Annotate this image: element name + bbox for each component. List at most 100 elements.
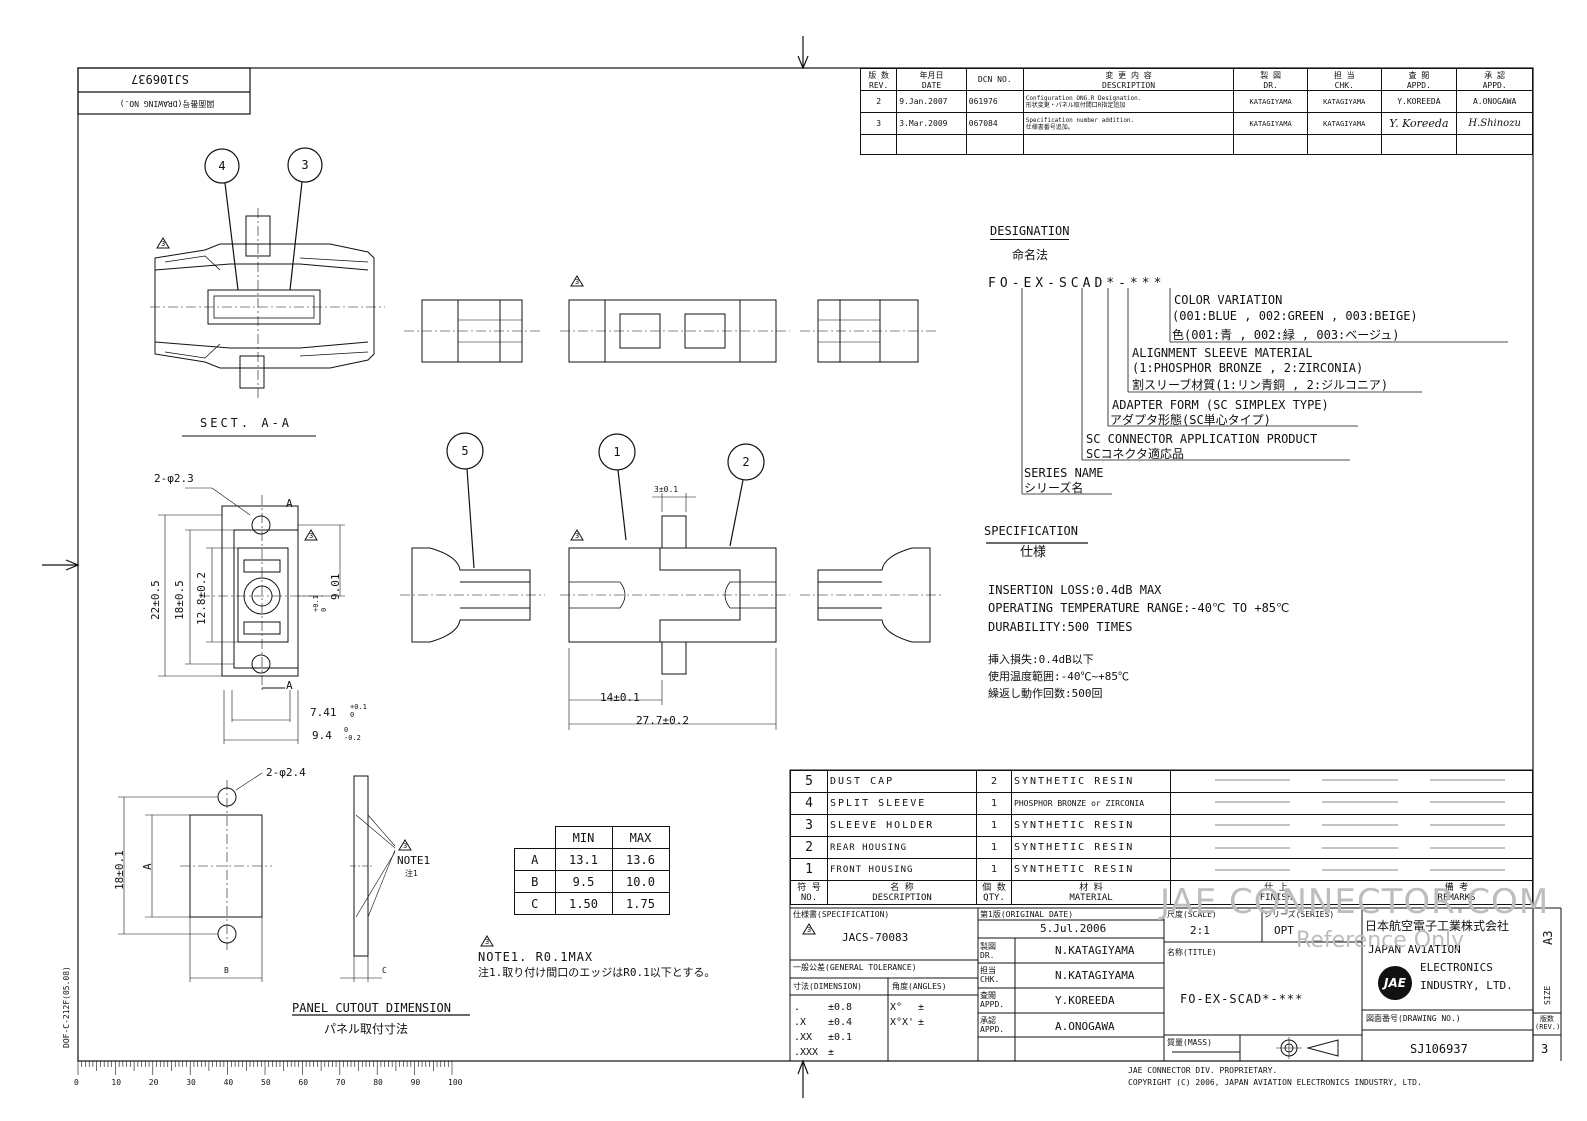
panel-dim-c: C [382, 966, 387, 975]
sleeve-material: ALIGNMENT SLEEVE MATERIAL [1132, 346, 1313, 360]
balloon-1: 1 [613, 445, 621, 459]
insertion-loss: INSERTION LOSS:0.4dB MAX [988, 583, 1162, 597]
dim-7-41-tol: +0.1 0 [350, 703, 367, 719]
designation-title: DESIGNATION [990, 224, 1070, 240]
projection-symbol [1276, 1037, 1339, 1059]
appd2-value: A.ONOGAWA [1055, 1020, 1115, 1033]
ruler-label: 40 [223, 1078, 234, 1087]
ruler-label: 10 [111, 1078, 122, 1087]
durability-jp: 繰返し動作回数:500回 [988, 687, 1103, 700]
dim-9-4-tol: 0 -0.2 [344, 726, 361, 742]
series-name-jp: シリーズ名 [1024, 481, 1084, 495]
panel-note-jp: 注1.取り付け間口のエッジはR0.1以下とする。 [478, 966, 716, 979]
section-label: SECT. A-A [200, 416, 293, 430]
application-jp: SCコネクタ適応品 [1086, 447, 1184, 461]
footer-proprietary: JAE CONNECTOR DIV. PROPRIETARY. [1128, 1066, 1278, 1075]
durability: DURABILITY:500 TIMES [988, 620, 1133, 634]
series-name: SERIES NAME [1024, 466, 1104, 480]
appd-label: 査閲 APPD. [980, 991, 1005, 1009]
dim-18: 18±0.5 [173, 580, 186, 620]
sleeve-jp: 割スリーブ材質(1:リン青銅 , 2:ジルコニア) [1132, 378, 1389, 392]
dust-cap-left [400, 547, 545, 643]
signature-shinozu: H.Shinozu [1456, 112, 1533, 135]
series-value: OPT [1274, 924, 1294, 937]
mass-label: 質量(MASS) [1167, 1038, 1212, 1047]
title-block-lines [789, 769, 1562, 1061]
rev-mark: 3 [309, 532, 314, 540]
rev-mark: 3 [575, 278, 580, 286]
dr-label: 製図 DR. [980, 942, 996, 960]
specification-title-jp: 仕様 [1020, 545, 1047, 560]
revision-row: 3 3.Mar.2009 067084 Specification number… [859, 112, 1533, 135]
title-label: 名称(TITLE) [1167, 948, 1217, 957]
adapter-top [560, 299, 790, 363]
designation-code: FO-EX-SCAD*-*** [988, 276, 1166, 291]
dim-hole-2-3: 2-φ2.3 [154, 472, 194, 485]
adapter-form-jp: アダプタ形態(SC単心タイプ) [1110, 413, 1271, 427]
dust-cap-right [800, 547, 942, 643]
appd2-label: 承認 APPD. [980, 1016, 1005, 1034]
company-en-3: INDUSTRY, LTD. [1420, 979, 1513, 992]
ruler-label: 60 [298, 1078, 309, 1087]
spec-label: 仕様書(SPECIFICATION) [793, 910, 890, 919]
title-value: FO-EX-SCAD*-*** [1180, 992, 1304, 1006]
dim-22: 22±0.5 [149, 580, 162, 620]
dust-cap-top-right [800, 299, 938, 363]
cut-a-bottom: A [286, 679, 293, 692]
drawing-no-value-upside: SJ106937 [131, 72, 189, 86]
panel-dim-18: 18±0.1 [113, 850, 126, 890]
application: SC CONNECTOR APPLICATION PRODUCT [1086, 432, 1318, 446]
spec-value: JACS-70083 [842, 931, 909, 944]
revision-triangles [156, 237, 816, 947]
jae-logo-text: JAE [1384, 976, 1406, 990]
panel-hole: 2-φ2.4 [266, 766, 306, 779]
ruler-label: 30 [186, 1078, 196, 1087]
ruler-label: 90 [410, 1078, 421, 1087]
scale-value: 2:1 [1190, 924, 1210, 937]
dim-9-4: 9.4 [312, 729, 332, 742]
ruler-label: 80 [373, 1078, 383, 1087]
operating-temp-jp: 使用温度範囲:-40℃~+85℃ [988, 670, 1129, 683]
panel-note-ref: NOTE1 [397, 854, 431, 867]
cut-a-top: A [286, 497, 293, 510]
panel-title: PANEL CUTOUT DIMENSION [292, 1001, 451, 1015]
designation-title-jp: 命名法 [1012, 248, 1049, 262]
adapter-side [560, 493, 790, 730]
company-jp: 日本航空電子工業株式会社 [1365, 919, 1510, 933]
panel-note: NOTE1. R0.1MAX [478, 950, 594, 964]
front-view [158, 487, 345, 744]
series-label: シリーズ(SERIES) [1264, 910, 1335, 919]
balloon-2: 2 [742, 455, 750, 469]
specification-title: SPECIFICATION [984, 524, 1078, 538]
drawing-no-label: 図面番号(DRAWING NO.) [1366, 1014, 1461, 1023]
dim-label: 寸法(DIMENSION) [793, 982, 862, 991]
drawing-no-label-upside: 図面番号(DRAWING NO.) [119, 99, 215, 108]
dim-14: 14±0.1 [600, 691, 640, 704]
dim-12-8: 12.8±0.2 [195, 572, 208, 625]
size-label: SIZE [1543, 985, 1552, 1005]
insertion-loss-jp: 挿入損失:0.4dB以下 [988, 653, 1094, 666]
sleeve-codes: (1:PHOSPHOR BRONZE , 2:ZIRCONIA) [1132, 361, 1364, 375]
footer-copyright: COPYRIGHT (C) 2006, JAPAN AVIATION ELECT… [1128, 1078, 1422, 1087]
ang-label: 角度(ANGLES) [892, 982, 947, 991]
color-codes: (001:BLUE , 002:GREEN , 003:BEIGE) [1172, 309, 1418, 323]
designation-tree [1021, 288, 1508, 495]
company-en-1: JAPAN AVIATION [1368, 943, 1461, 956]
rev-value: 3 [1541, 1042, 1549, 1056]
revision-row: 2 9.Jan.2007 061976 Configuration ONG.R … [859, 90, 1533, 113]
dim-9-01: 9.01 [329, 573, 342, 601]
dim-27-7: 27.7±0.2 [636, 714, 689, 727]
appd-value: Y.KOREEDA [1055, 994, 1115, 1007]
panel-dim-a: A [141, 863, 154, 870]
ruler-label: 50 [261, 1078, 271, 1087]
chk-label: 担当 CHK. [980, 966, 1000, 984]
form-number: DOF-C-212F(05.08) [62, 966, 71, 1048]
